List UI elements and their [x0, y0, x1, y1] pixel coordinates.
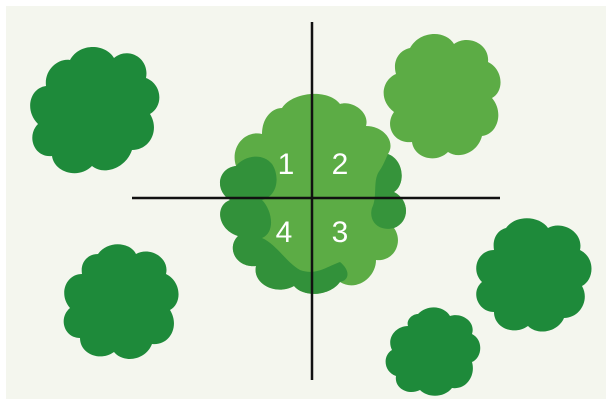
quadrant-1-label: 1 [278, 148, 295, 181]
quadrant-4-label: 4 [276, 216, 293, 249]
quadrant-2-label: 2 [332, 148, 349, 181]
quadrant-3-label: 3 [332, 216, 349, 249]
